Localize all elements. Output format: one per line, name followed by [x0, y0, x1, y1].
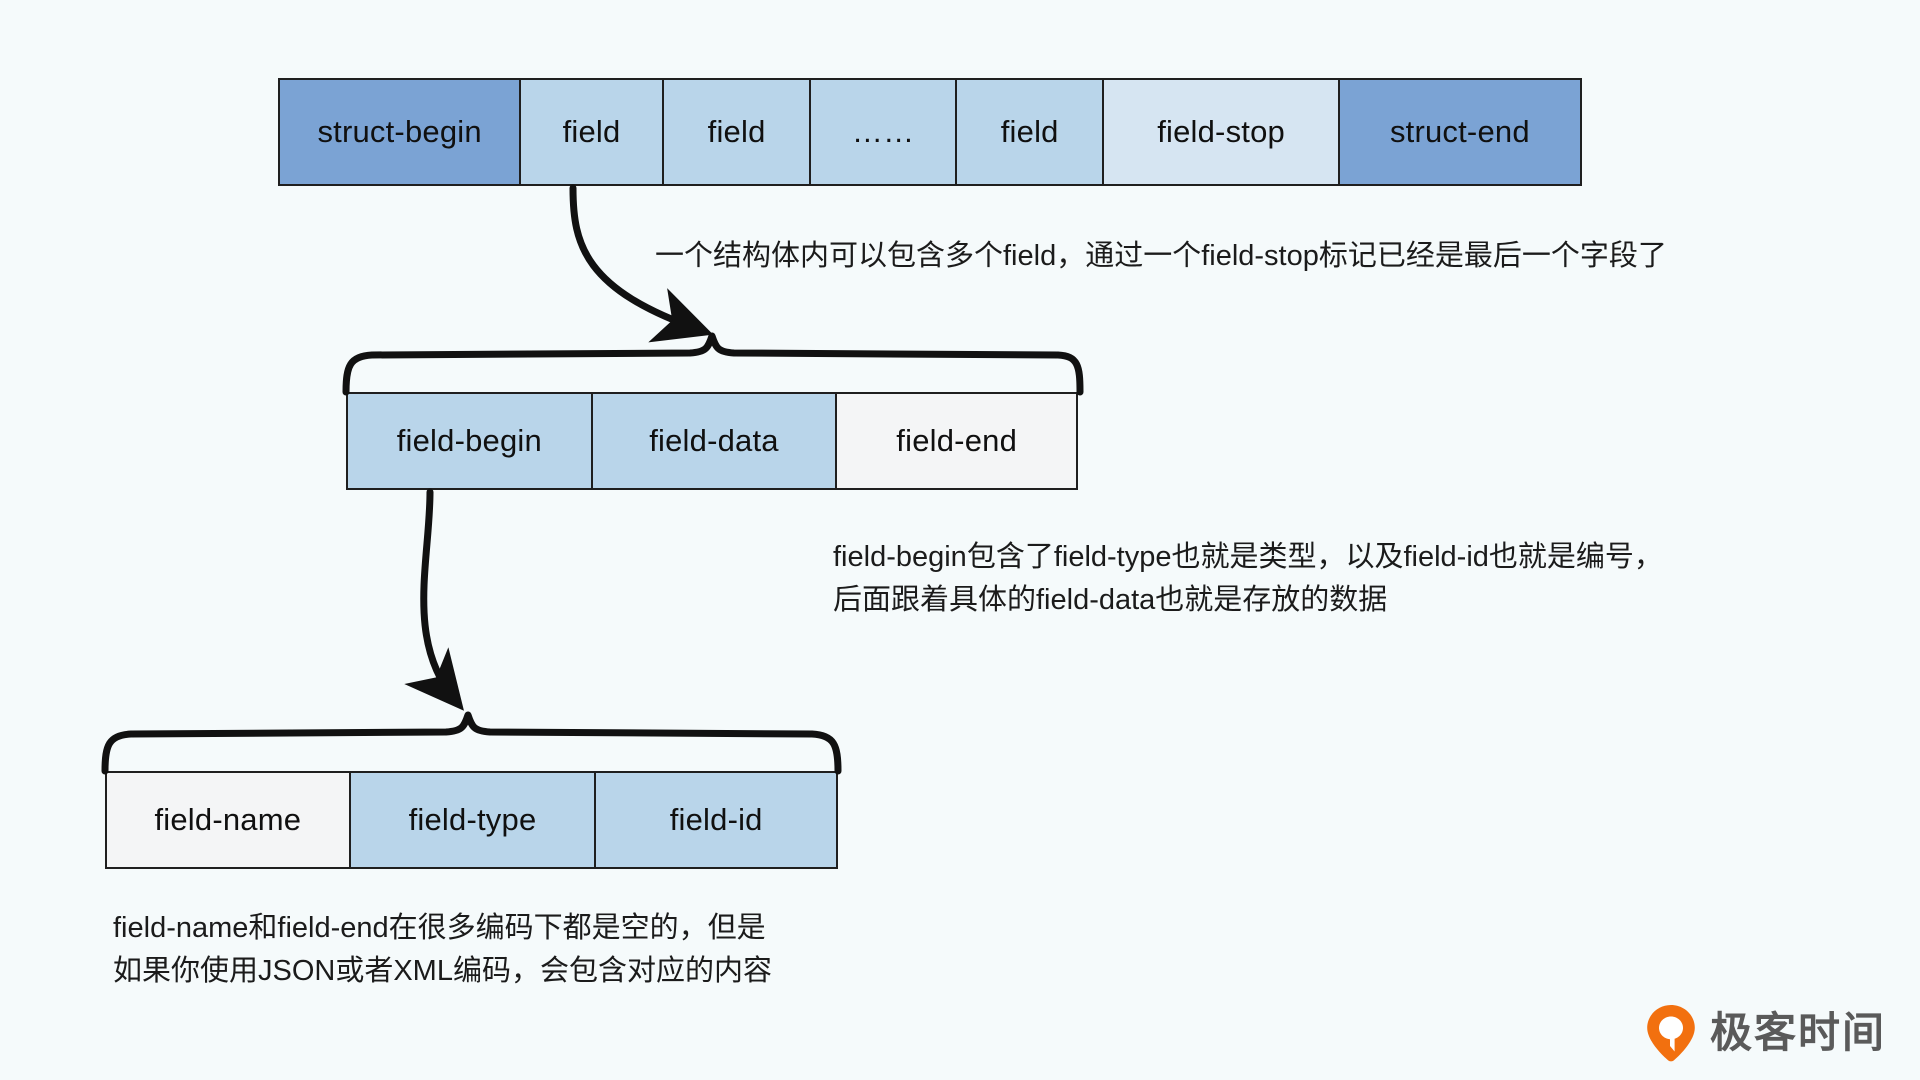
field-begin-to-field-begin-row-arrow [404, 488, 464, 711]
cell-field-data: field-data [592, 394, 838, 488]
struct-row-note: 一个结构体内可以包含多个field，通过一个field-stop标记已经是最后一… [655, 240, 1667, 272]
field-begin-row-note: field-name和field-end在很多编码下都是空的，但是 如果你使用J… [113, 912, 772, 987]
field-begin-row-brace [101, 711, 842, 775]
cell-field-id: field-id [596, 773, 836, 867]
cell-field-2: field [663, 80, 812, 184]
cell-struct-begin: struct-begin [280, 80, 522, 184]
cell-field-stop: field-stop [1104, 80, 1340, 184]
field-row-brace [342, 332, 1084, 396]
cell-field-begin: field-begin [348, 394, 593, 488]
watermark: 极客时间 [1644, 1004, 1886, 1062]
field-layout-row: field-begin field-data field-end [346, 392, 1078, 490]
cell-field-ellipsis: …… [811, 80, 957, 184]
geektime-pin-logo-icon [1647, 1005, 1695, 1062]
cell-field-end: field-end [837, 394, 1076, 488]
struct-layout-row: struct-begin field field …… field field-… [278, 78, 1582, 186]
cell-field-type: field-type [350, 773, 597, 867]
cell-field-name: field-name [107, 773, 351, 867]
field-row-note: field-begin包含了field-type也就是类型，以及field-id… [833, 541, 1663, 616]
watermark-brand: 极客时间 [1709, 1009, 1886, 1056]
cell-field-1: field [521, 80, 664, 184]
cell-field-3: field [956, 80, 1105, 184]
field-begin-layout-row: field-name field-type field-id [105, 771, 838, 869]
cell-struct-end: struct-end [1339, 80, 1580, 184]
